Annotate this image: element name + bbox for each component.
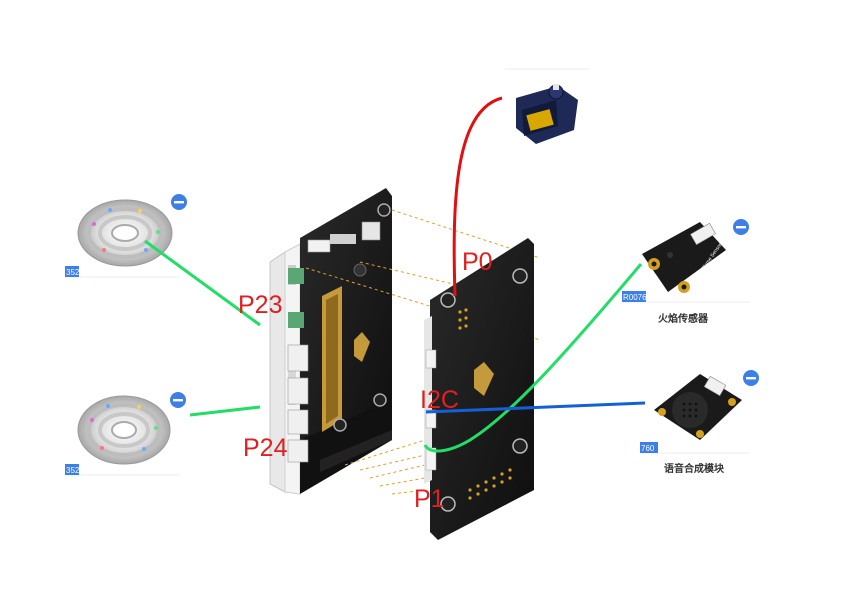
wire-servo-p0 [452,96,503,297]
port-label-p24: P24 [243,434,288,462]
svg-text:352: 352 [66,466,80,475]
wire-speech-i2c [425,401,646,414]
servo-motor[interactable] [516,84,578,144]
svg-text:352: 352 [66,268,80,277]
remove-badge-flame-sensor[interactable] [733,219,749,235]
part-tag-led-top: 352 [65,266,80,277]
speech-synthesis-module[interactable] [654,374,742,440]
controller-board[interactable] [269,188,392,495]
wire-led-bottom-p24 [189,405,261,417]
wire-flame-p1 [423,263,643,453]
speech-module-caption: 语音合成模块 [664,462,725,475]
port-label-i2c: I2C [420,386,459,414]
expansion-board[interactable] [424,238,534,540]
svg-text:R0076: R0076 [623,293,647,302]
remove-badge-bottom-led[interactable] [170,392,186,408]
port-label-p23: P23 [238,291,282,319]
port-label-p1: P1 [414,485,445,513]
port-label-p0: P0 [462,248,493,276]
flame-sensor-module[interactable]: Flame Sensor V2 [642,222,728,293]
wire-led-top-p23 [144,239,261,327]
remove-badge-top-led[interactable] [171,194,187,210]
part-tag-flame-sensor: R0076 [622,291,647,302]
part-tag-led-bottom: 352 [65,464,80,475]
part-tag-speech-module: 760 [640,442,658,453]
led-strip-top[interactable] [77,199,173,267]
flame-sensor-caption: 火焰传感器 [658,312,709,325]
led-strip-bottom[interactable] [77,395,171,465]
remove-badge-speech-module[interactable] [743,370,759,386]
svg-text:760: 760 [641,444,655,453]
